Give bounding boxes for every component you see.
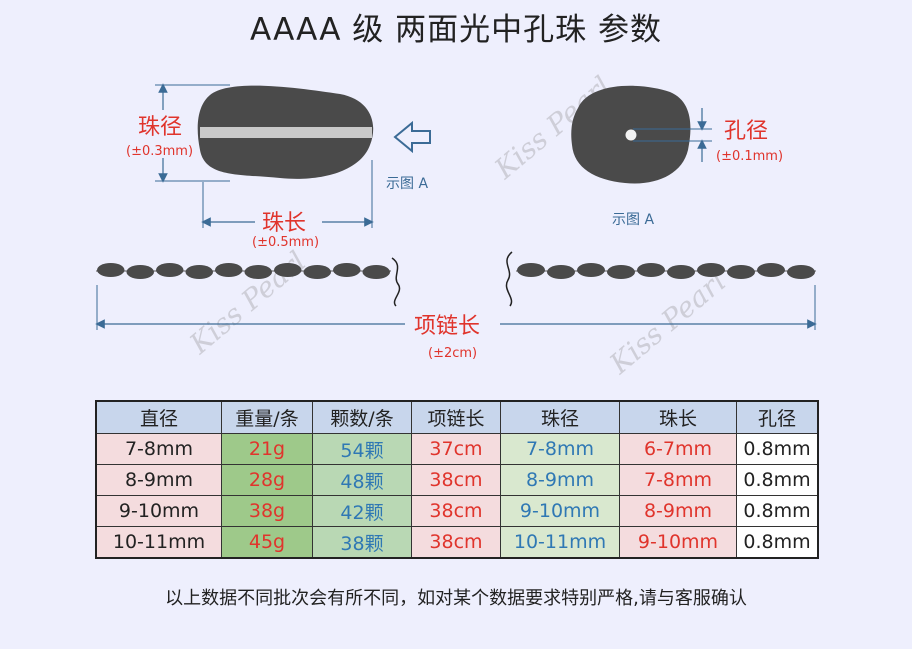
view-direction-arrow-icon <box>393 120 431 154</box>
cell-weight: 28g <box>221 464 313 496</box>
header-necklace-length: 项链长 <box>411 400 501 434</box>
table-row: 7-8mm 21g 54颗 37cm 7-8mm 6-7mm 0.8mm <box>95 433 819 465</box>
cell-necklace-length: 38cm <box>411 495 501 527</box>
cell-bead-diameter: 10-11mm <box>500 526 620 559</box>
cell-bead-length: 7-8mm <box>619 464 737 496</box>
necklace-bead <box>185 265 213 279</box>
necklace-strand-right <box>516 263 816 279</box>
hole-tolerance: (±0.1mm) <box>716 149 783 164</box>
cell-bead-diameter: 9-10mm <box>500 495 620 527</box>
cell-hole: 0.8mm <box>736 495 819 527</box>
figure-a-caption-left: 示图 A <box>386 176 428 192</box>
header-hole: 孔径 <box>736 400 819 434</box>
bead-length-tolerance: (±0.5mm) <box>252 235 319 250</box>
bead-diameter-dimension <box>155 83 230 183</box>
cell-bead-diameter: 8-9mm <box>500 464 620 496</box>
cell-hole: 0.8mm <box>736 433 819 465</box>
necklace-bead <box>637 263 665 277</box>
necklace-bead <box>577 263 605 277</box>
bead-diameter-label: 珠径 <box>138 115 182 140</box>
cell-count: 38颗 <box>312 526 412 559</box>
bead-side-view <box>197 85 374 179</box>
watermark: Kiss Pearl <box>603 265 733 381</box>
necklace-bead <box>215 263 243 277</box>
cell-weight: 38g <box>221 495 313 527</box>
cell-hole: 0.8mm <box>736 526 819 559</box>
cell-count: 42颗 <box>312 495 412 527</box>
cell-bead-diameter: 7-8mm <box>500 433 620 465</box>
necklace-bead <box>757 263 785 277</box>
bead-front-view <box>571 85 691 184</box>
necklace-bead <box>303 265 331 279</box>
necklace-bead <box>333 263 361 277</box>
watermark: Kiss Pearl <box>183 245 313 361</box>
necklace-bead <box>97 263 125 277</box>
page-title: AAAA 级 两面光中孔珠 参数 <box>250 12 662 48</box>
table-row: 8-9mm 28g 48颗 38cm 8-9mm 7-8mm 0.8mm <box>95 464 819 496</box>
bead-diameter-tolerance: (±0.3mm) <box>126 144 193 159</box>
cell-diameter: 9-10mm <box>95 495 222 527</box>
hole-dimension <box>633 108 712 162</box>
table-row: 10-11mm 45g 38颗 38cm 10-11mm 9-10mm 0.8m… <box>95 526 819 559</box>
necklace-bead <box>362 265 390 279</box>
header-weight: 重量/条 <box>221 400 313 434</box>
necklace-length-dimension <box>95 285 817 330</box>
cell-count: 54颗 <box>312 433 412 465</box>
necklace-bead <box>697 263 725 277</box>
cell-weight: 21g <box>221 433 313 465</box>
header-bead-length: 珠长 <box>619 400 737 434</box>
necklace-bead <box>727 265 755 279</box>
necklace-bead <box>156 263 184 277</box>
cell-diameter: 7-8mm <box>95 433 222 465</box>
necklace-bead <box>667 265 695 279</box>
necklace-length-label: 项链长 <box>414 314 480 339</box>
cell-count: 48颗 <box>312 464 412 496</box>
necklace-bead <box>547 265 575 279</box>
cell-necklace-length: 38cm <box>411 526 501 559</box>
necklace-strand-left <box>96 263 391 279</box>
table-header-row: 直径 重量/条 颗数/条 项链长 珠径 珠长 孔径 <box>95 400 819 434</box>
necklace-bead <box>517 263 545 277</box>
bead-diagram: Kiss Pearl Kiss Pearl Kiss Pearl 珠径 (±0.… <box>95 70 817 381</box>
figure-a-caption-right: 示图 A <box>612 212 654 228</box>
cell-weight: 45g <box>221 526 313 559</box>
necklace-bead <box>244 265 272 279</box>
bead-length-dimension <box>201 160 374 228</box>
spec-table: 直径 重量/条 颗数/条 项链长 珠径 珠长 孔径 7-8mm 21g 54颗 … <box>95 400 819 559</box>
table-row: 9-10mm 38g 42颗 38cm 9-10mm 8-9mm 0.8mm <box>95 495 819 527</box>
bead-length-label: 珠长 <box>262 211 306 236</box>
necklace-length-tolerance: (±2cm) <box>428 346 477 361</box>
hole-label: 孔径 <box>724 119 768 144</box>
cell-hole: 0.8mm <box>736 464 819 496</box>
necklace-bead <box>607 265 635 279</box>
header-bead-diameter: 珠径 <box>500 400 620 434</box>
cell-bead-length: 6-7mm <box>619 433 737 465</box>
header-diameter: 直径 <box>95 400 222 434</box>
disclaimer-note: 以上数据不同批次会有所不同，如对某个数据要求特别严格,请与客服确认 <box>165 588 747 609</box>
break-mark-right <box>505 251 513 307</box>
cell-bead-length: 9-10mm <box>619 526 737 559</box>
cell-necklace-length: 37cm <box>411 433 501 465</box>
cell-diameter: 8-9mm <box>95 464 222 496</box>
cell-necklace-length: 38cm <box>411 464 501 496</box>
header-count: 颗数/条 <box>312 400 412 434</box>
cell-bead-length: 8-9mm <box>619 495 737 527</box>
necklace-bead <box>274 263 302 277</box>
necklace-bead <box>126 265 154 279</box>
break-mark-left <box>391 257 401 307</box>
cell-diameter: 10-11mm <box>95 526 222 559</box>
necklace-bead <box>787 265 815 279</box>
